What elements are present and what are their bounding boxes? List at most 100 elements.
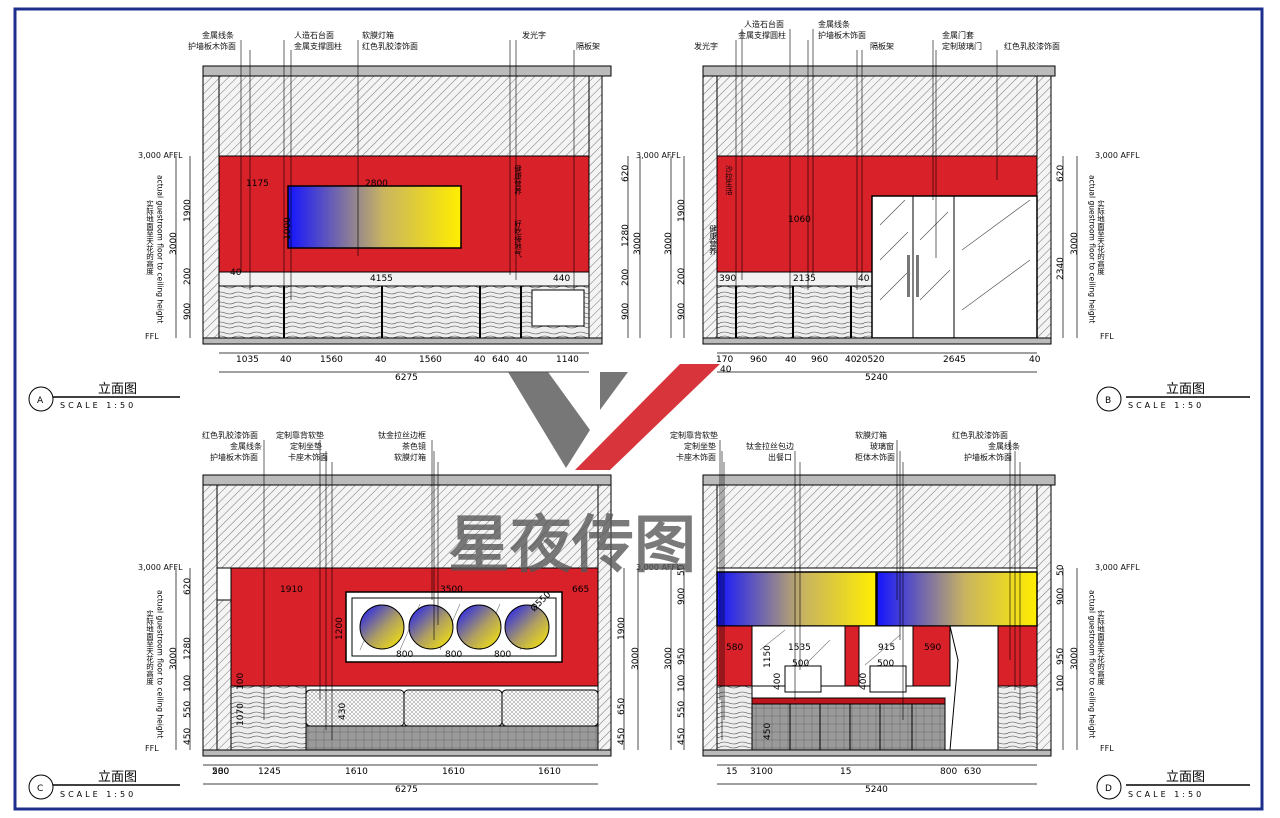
label-d: 柜体木饰面 bbox=[855, 452, 895, 462]
elevation-tag-d bbox=[1096, 774, 1122, 800]
bottom-dim-c: 1610 bbox=[345, 767, 368, 777]
height-note-en-d: actual guestroom floor to ceiling height bbox=[1088, 590, 1097, 738]
inner-dim: 100 bbox=[236, 673, 246, 690]
left-total-b: 3000 bbox=[664, 232, 674, 255]
height-note-cn-a: 实际地面至天花的高度 bbox=[145, 199, 154, 276]
bottom-dim-b: 40 bbox=[1029, 355, 1041, 365]
signage-text-a-2: 好吃接地气 bbox=[513, 219, 522, 258]
label-c: 茶色镜 bbox=[402, 441, 426, 451]
right-dim-a: 900 bbox=[621, 303, 631, 320]
bottom-dim-a: 1035 bbox=[236, 355, 259, 365]
total-dim-a: 6275 bbox=[395, 373, 418, 383]
left-wall-b bbox=[702, 75, 718, 341]
bottom-dim-a: 640 bbox=[492, 355, 509, 365]
watermark-logo-icon bbox=[575, 364, 720, 470]
right-wall-a bbox=[588, 75, 603, 341]
left-total-a: 3000 bbox=[169, 232, 179, 255]
right-total-b: 3000 bbox=[1070, 232, 1080, 255]
inner-dim: 4155 bbox=[370, 274, 393, 284]
wainscot-left-c bbox=[216, 599, 232, 751]
red-panel-d bbox=[844, 625, 860, 687]
elevation-id-c: C bbox=[37, 784, 43, 794]
label-c: 软膜灯箱 bbox=[394, 452, 426, 462]
left-wall-a bbox=[202, 75, 220, 341]
label-c: 护墙板木饰面 bbox=[210, 452, 258, 462]
right-dim-c: 650 bbox=[617, 698, 627, 715]
total-dim-d: 5240 bbox=[865, 785, 888, 795]
ceiling-mark-c: 3,000 AFFL bbox=[138, 563, 183, 572]
lightbox-d-2 bbox=[876, 571, 1038, 627]
inner-dim: 1070 bbox=[236, 703, 246, 726]
label-a: 护墙板木饰面 bbox=[188, 41, 236, 51]
label-c: 钛金拉丝边框 bbox=[378, 430, 426, 440]
inner-dim: 430 bbox=[338, 703, 348, 720]
upper-hatch-b bbox=[716, 75, 1038, 157]
bottom-dim-b: 40 bbox=[785, 355, 797, 365]
elevation-title-b: 立面图 bbox=[1166, 382, 1205, 397]
ceiling-mark-d-right: 3,000 AFFL bbox=[1095, 563, 1140, 572]
inner-dim: 800 bbox=[445, 650, 462, 660]
door-handle-b bbox=[907, 255, 910, 297]
label-b: 护墙板木饰面 bbox=[818, 30, 866, 40]
inner-dim: 450 bbox=[763, 723, 773, 740]
booth-back-c bbox=[403, 689, 503, 727]
bottom-dim-b: 2645 bbox=[943, 355, 966, 365]
left-dim-d: 900 bbox=[677, 588, 687, 605]
inner-dim: 40 bbox=[230, 268, 242, 278]
inner-dim: 1200 bbox=[335, 617, 345, 640]
label-b: 发光字 bbox=[694, 41, 718, 51]
signage-text-b-2: 健康营养 bbox=[708, 224, 717, 256]
ceiling-mark-a: 3,000 AFFL bbox=[138, 151, 183, 160]
label-a: 红色乳胶漆饰面 bbox=[362, 41, 418, 51]
label-a: 人造石台面 bbox=[294, 30, 334, 40]
label-d: 软膜灯箱 bbox=[855, 430, 887, 440]
height-note-en-c: actual guestroom floor to ceiling height bbox=[156, 590, 165, 738]
inner-dim: 800 bbox=[494, 650, 511, 660]
label-c: 金属线条 bbox=[230, 441, 262, 451]
right-dim-b: 620 bbox=[1056, 165, 1066, 182]
round-lightbox bbox=[456, 604, 502, 650]
elevation-a: 健康营养 好吃接地气 1175 2800 1000 4155 440 40 金属… bbox=[28, 30, 643, 412]
label-d: 卡座木饰面 bbox=[676, 452, 716, 462]
label-b: 人造石台面 bbox=[744, 19, 784, 29]
elevation-title-d: 立面图 bbox=[1166, 770, 1205, 785]
total-dim-c: 6275 bbox=[395, 785, 418, 795]
floor-mark-b: FFL bbox=[1100, 332, 1114, 341]
bottom-dim-c: 1610 bbox=[538, 767, 561, 777]
bottom-dim-a: 1560 bbox=[320, 355, 343, 365]
inner-dim: 400 bbox=[773, 673, 783, 690]
elevation-scale-d: SCALE 1:50 bbox=[1128, 790, 1204, 799]
inner-dim: 2135 bbox=[793, 274, 816, 284]
elevation-d: 580 1535 915 590 500 500 1150 400 400 45… bbox=[636, 430, 1250, 800]
height-note-en-b: actual guestroom floor to ceiling height bbox=[1088, 175, 1097, 323]
right-dim-d: 100 bbox=[1056, 675, 1066, 692]
round-lightbox bbox=[504, 604, 550, 650]
bottom-dim-b: 170 bbox=[716, 355, 733, 365]
label-b: 定制玻璃门 bbox=[942, 41, 982, 51]
right-dim-a: 1280 bbox=[621, 224, 631, 247]
elevation-id-d: D bbox=[1105, 784, 1112, 794]
signage-text-b-1: 沙拉生活 bbox=[724, 165, 733, 196]
left-wall-c bbox=[202, 484, 218, 751]
floor-b bbox=[702, 337, 1052, 345]
pass-through-d bbox=[869, 665, 907, 693]
booth-back-c bbox=[501, 689, 599, 727]
elevation-c: 1910 3500 665 1200 Ø550 800 800 800 1070… bbox=[28, 430, 641, 800]
cabinet-top-d bbox=[751, 697, 946, 705]
floor-mark-d: FFL bbox=[1100, 744, 1114, 753]
left-dim-d: 450 bbox=[677, 728, 687, 745]
round-lightbox bbox=[408, 604, 454, 650]
left-dim-c: 1280 bbox=[183, 637, 193, 660]
inner-dim: 500 bbox=[792, 659, 809, 669]
inner-dim: 800 bbox=[396, 650, 413, 660]
right-dim-d: 50 bbox=[1056, 564, 1066, 576]
inner-dim: 665 bbox=[572, 585, 589, 595]
sheet-border bbox=[13, 7, 1264, 811]
lightbox-d-1 bbox=[716, 571, 877, 627]
bottom-dim-a: 1560 bbox=[419, 355, 442, 365]
ceiling-mark-b-right: 3,000 AFFL bbox=[1095, 151, 1140, 160]
bottom-dim-c: 200 bbox=[212, 767, 229, 777]
elevation-b: 沙拉生活 健康营养 1060 390 2135 40 人造石台面 金属支撑圆柱 … bbox=[636, 19, 1250, 412]
right-dim-a: 200 bbox=[621, 269, 631, 286]
